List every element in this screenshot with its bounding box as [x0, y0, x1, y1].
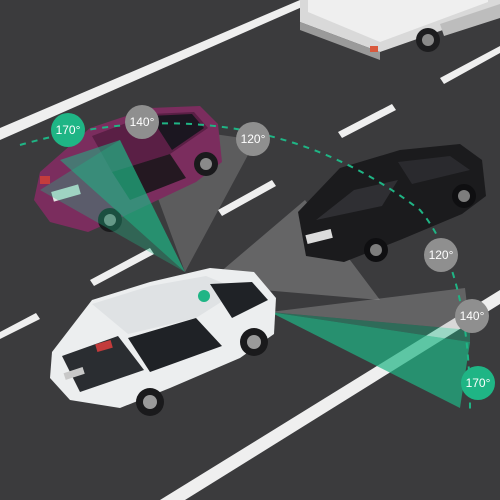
suv-car-icon	[50, 268, 276, 416]
svg-text:170°: 170°	[56, 123, 81, 137]
lane-dashes-upper	[0, 46, 500, 339]
angle-badge-rear-left-green: 170°	[51, 113, 85, 147]
angle-badge-right-lower-green: 170°	[461, 366, 495, 400]
svg-text:140°: 140°	[460, 309, 485, 323]
angle-badge-right-mid-gray: 140°	[455, 299, 489, 333]
black-sedan-icon	[298, 144, 486, 262]
svg-text:170°: 170°	[466, 376, 491, 390]
svg-text:120°: 120°	[241, 132, 266, 146]
sensor-cones-green	[40, 140, 470, 408]
road-edge-line-top	[0, 0, 318, 140]
angle-badge-right-upper-gray: 120°	[424, 238, 458, 272]
svg-text:140°: 140°	[130, 115, 155, 129]
truck-icon	[300, 0, 500, 60]
svg-text:120°: 120°	[429, 248, 454, 262]
angle-badge-left-side-gray: 120°	[236, 122, 270, 156]
angle-badge-rear-left-gray: 140°	[125, 105, 159, 139]
